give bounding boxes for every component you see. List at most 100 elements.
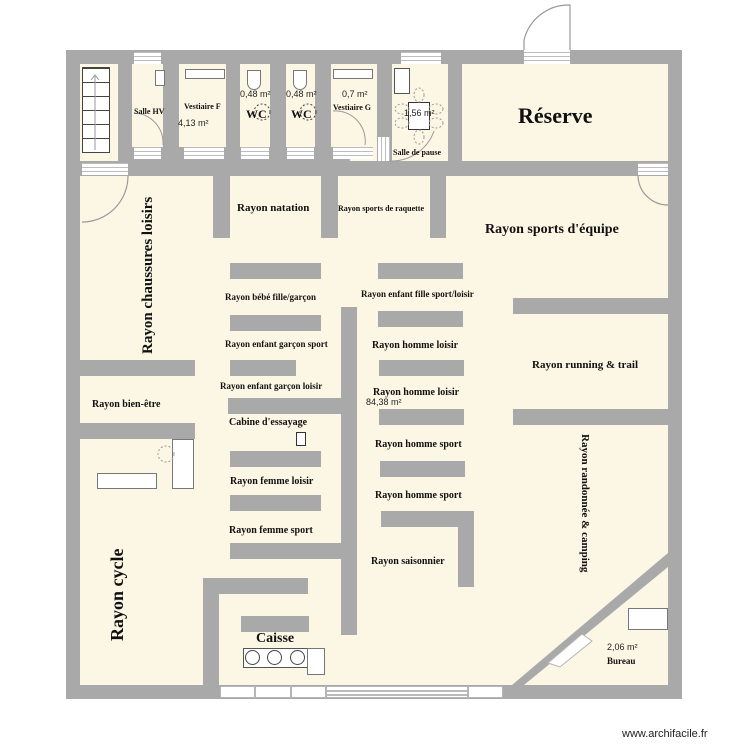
window-pause-top bbox=[401, 52, 441, 64]
label-salle-hv: Salle HV bbox=[134, 107, 165, 116]
area-bureau: 2,06 m² bbox=[607, 642, 638, 652]
staircase bbox=[82, 67, 110, 153]
sink-salle-hv bbox=[155, 70, 165, 86]
label-vestiaire-f: Vestiaire F bbox=[184, 102, 221, 111]
wall-room-1 bbox=[163, 64, 179, 161]
shelf-l4 bbox=[228, 398, 345, 414]
label-rayon-femme-loisir: Rayon femme loisir bbox=[230, 476, 314, 487]
label-rayon-enfant-garcon-loisir: Rayon enfant garçon loisir bbox=[220, 381, 323, 391]
door-vestiaire-f bbox=[184, 147, 224, 159]
shelf-r4 bbox=[379, 409, 464, 425]
shelf-l2 bbox=[230, 315, 321, 331]
door-wc-2 bbox=[287, 147, 314, 159]
toilet-2 bbox=[293, 70, 307, 90]
vestiaire-f-bench bbox=[185, 69, 225, 79]
partition-natation-left bbox=[213, 176, 230, 238]
label-rayon-cycle: Rayon cycle bbox=[107, 548, 127, 641]
wall-corridor-bottom bbox=[80, 161, 668, 176]
label-salle-pause: Salle de pause bbox=[393, 148, 442, 157]
label-cabine: Cabine d'essayage bbox=[229, 417, 308, 428]
area-vestiaire-f: 4,13 m² bbox=[178, 118, 209, 128]
label-rayon-enfant-garcon-sport: Rayon enfant garçon sport bbox=[225, 339, 328, 349]
outer-wall-right bbox=[668, 50, 682, 699]
central-spine bbox=[341, 307, 357, 635]
wall-room-2 bbox=[226, 64, 240, 161]
label-vestiaire-g: Vestiaire G bbox=[333, 103, 371, 112]
shelf-r3 bbox=[379, 360, 464, 376]
entrance-window-2 bbox=[255, 686, 291, 698]
entrance-window-3 bbox=[291, 686, 326, 698]
partition-bien-etre-bottom bbox=[80, 423, 195, 439]
door-reserve-bottom bbox=[638, 163, 668, 175]
area-main: 84,38 m² bbox=[366, 397, 402, 407]
area-wc-1: 0,48 m² bbox=[240, 89, 271, 99]
watermark: www.archifacile.fr bbox=[622, 728, 708, 740]
vestiaire-g-bench bbox=[333, 69, 373, 79]
shelf-l1 bbox=[230, 263, 321, 279]
label-rayon-chaussures-loisirs: Rayon chaussures loisirs bbox=[140, 196, 156, 354]
door-pause-side bbox=[378, 137, 390, 161]
label-rayon-enfant-fille: Rayon enfant fille sport/loisir bbox=[361, 289, 474, 299]
sliding-entrance-door[interactable] bbox=[326, 686, 468, 698]
label-rayon-homme-sport-1: Rayon homme sport bbox=[375, 439, 462, 450]
label-bureau: Bureau bbox=[607, 656, 636, 666]
partition-raquette-right bbox=[430, 176, 446, 238]
area-vestiaire-g: 0,7 m² bbox=[342, 89, 368, 99]
bien-etre-desk bbox=[172, 439, 194, 489]
partition-cycle-right bbox=[203, 588, 219, 685]
label-rayon-saisonnier: Rayon saisonnier bbox=[371, 556, 445, 567]
label-rayon-natation: Rayon natation bbox=[237, 202, 310, 214]
label-rayon-bebe: Rayon bébé fille/garçon bbox=[225, 292, 316, 302]
label-rayon-homme-sport-2: Rayon homme sport bbox=[375, 490, 462, 501]
caisse-side bbox=[307, 648, 325, 675]
label-rayon-sports-equipe: Rayon sports d'équipe bbox=[485, 222, 619, 237]
label-rayon-bien-etre: Rayon bien-être bbox=[92, 399, 161, 410]
register-3 bbox=[290, 650, 305, 665]
label-rayon-homme-loisir-2: Rayon homme loisir bbox=[373, 387, 460, 398]
shelf-r2 bbox=[378, 311, 463, 327]
fridge-pause bbox=[394, 68, 410, 94]
label-rayon-randonnee: Rayon randonnée & camping bbox=[579, 434, 591, 573]
partition-bien-etre-top bbox=[80, 360, 195, 376]
label-rayon-homme-loisir-1: Rayon homme loisir bbox=[372, 340, 459, 351]
wall-reserve-left bbox=[448, 64, 462, 176]
shelf-l6 bbox=[230, 495, 321, 511]
entrance-window-4 bbox=[468, 686, 503, 698]
shelf-l3 bbox=[230, 360, 296, 376]
label-wc-2: WC bbox=[291, 107, 312, 121]
wall-room-5 bbox=[377, 64, 392, 161]
bureau-desk bbox=[628, 608, 668, 630]
outer-wall-left bbox=[66, 50, 80, 699]
entrance-window-1 bbox=[220, 686, 255, 698]
caisse-wall-horizontal bbox=[203, 578, 308, 594]
area-wc-2: 0,48 m² bbox=[286, 89, 317, 99]
door-corridor-left bbox=[82, 163, 128, 175]
area-salle-pause: 1,56 m² bbox=[404, 108, 435, 118]
label-rayon-running: Rayon running & trail bbox=[532, 359, 639, 371]
label-rayon-femme-sport: Rayon femme sport bbox=[229, 525, 313, 536]
door-vestiaire-g bbox=[333, 147, 373, 159]
door-wc-1 bbox=[241, 147, 269, 159]
shelf-r1 bbox=[378, 263, 463, 279]
shelf-l7 bbox=[230, 543, 345, 559]
label-reserve: Réserve bbox=[518, 103, 593, 128]
partition-running-bottom bbox=[513, 409, 668, 425]
label-rayon-sports-raquette: Rayon sports de raquette bbox=[338, 204, 424, 213]
label-caisse: Caisse bbox=[256, 631, 295, 646]
shelf-r5 bbox=[380, 461, 465, 477]
label-wc-1: WC bbox=[246, 107, 267, 121]
partition-running-top bbox=[513, 298, 668, 314]
register-2 bbox=[267, 650, 282, 665]
partition-natation-right bbox=[321, 176, 338, 238]
door-salle-hv-bottom bbox=[134, 147, 161, 159]
caisse-shelf bbox=[241, 616, 309, 632]
shelf-l5 bbox=[230, 451, 321, 467]
shelf-r6 bbox=[381, 511, 474, 527]
wall-room-3 bbox=[270, 64, 286, 161]
wall-room-4 bbox=[315, 64, 331, 161]
shelf-r6-leg bbox=[458, 511, 474, 587]
register-1 bbox=[245, 650, 260, 665]
door-salle-hv bbox=[134, 52, 161, 64]
